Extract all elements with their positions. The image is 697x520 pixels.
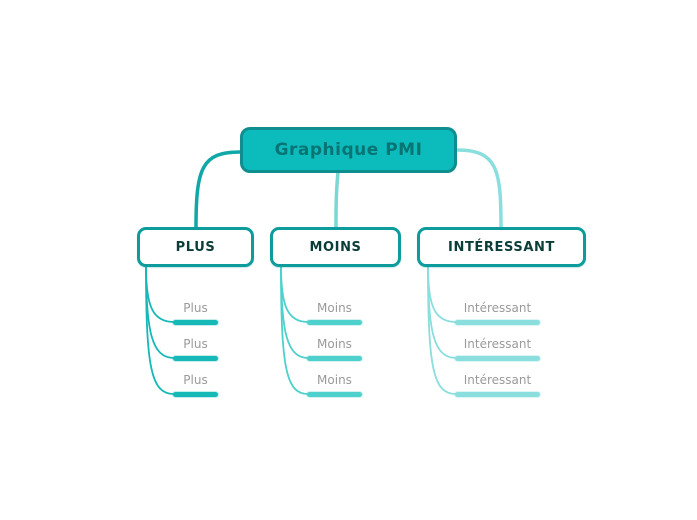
leaf-underline: [173, 320, 218, 325]
root-node-label: Graphique PMI: [274, 140, 423, 160]
leaf-label: Moins: [317, 301, 352, 315]
branch-node-label: PLUS: [175, 239, 216, 255]
connector-root-moins: [334, 170, 340, 229]
leaf-node-moins-3[interactable]: Moins: [307, 373, 362, 397]
leaf-node-interessant-3[interactable]: Intéressant: [455, 373, 540, 397]
connector-plus-leaf: [145, 265, 175, 359]
connector-interessant-leaf: [427, 265, 457, 359]
connector-interessant-leaf: [427, 265, 457, 323]
connector-plus-leaf: [145, 265, 175, 323]
leaf-underline: [307, 356, 362, 361]
leaf-label: Intéressant: [463, 337, 532, 351]
branch-node-plus[interactable]: PLUS: [137, 227, 254, 267]
leaf-label: Intéressant: [463, 373, 532, 387]
connector-interessant-leaf: [427, 265, 457, 395]
connector-moins-leaf: [280, 265, 309, 395]
leaf-node-interessant-2[interactable]: Intéressant: [455, 337, 540, 361]
leaf-label: Plus: [183, 301, 208, 315]
leaf-node-moins-1[interactable]: Moins: [307, 301, 362, 325]
connector-root-interessant: [455, 148, 503, 229]
leaf-node-plus-2[interactable]: Plus: [173, 337, 218, 361]
branch-node-moins[interactable]: MOINS: [270, 227, 401, 267]
leaf-underline: [455, 356, 540, 361]
leaf-node-moins-2[interactable]: Moins: [307, 337, 362, 361]
root-node[interactable]: Graphique PMI: [240, 127, 457, 173]
leaf-label: Plus: [183, 337, 208, 351]
branch-node-label: MOINS: [309, 239, 362, 255]
connector-plus-leaf: [145, 265, 175, 395]
branch-node-interessant[interactable]: INTÉRESSANT: [417, 227, 586, 267]
leaf-node-interessant-1[interactable]: Intéressant: [455, 301, 540, 325]
leaf-underline: [307, 320, 362, 325]
leaf-node-plus-1[interactable]: Plus: [173, 301, 218, 325]
leaf-label: Moins: [317, 373, 352, 387]
connector-root-plus: [194, 150, 242, 229]
branch-node-label: INTÉRESSANT: [448, 239, 555, 255]
leaf-underline: [455, 392, 540, 397]
connector-moins-leaf: [280, 265, 309, 323]
leaf-underline: [307, 392, 362, 397]
leaf-underline: [173, 392, 218, 397]
leaf-underline: [455, 320, 540, 325]
connector-moins-leaf: [280, 265, 309, 359]
leaf-label: Plus: [183, 373, 208, 387]
leaf-label: Moins: [317, 337, 352, 351]
leaf-node-plus-3[interactable]: Plus: [173, 373, 218, 397]
leaf-underline: [173, 356, 218, 361]
leaf-label: Intéressant: [463, 301, 532, 315]
